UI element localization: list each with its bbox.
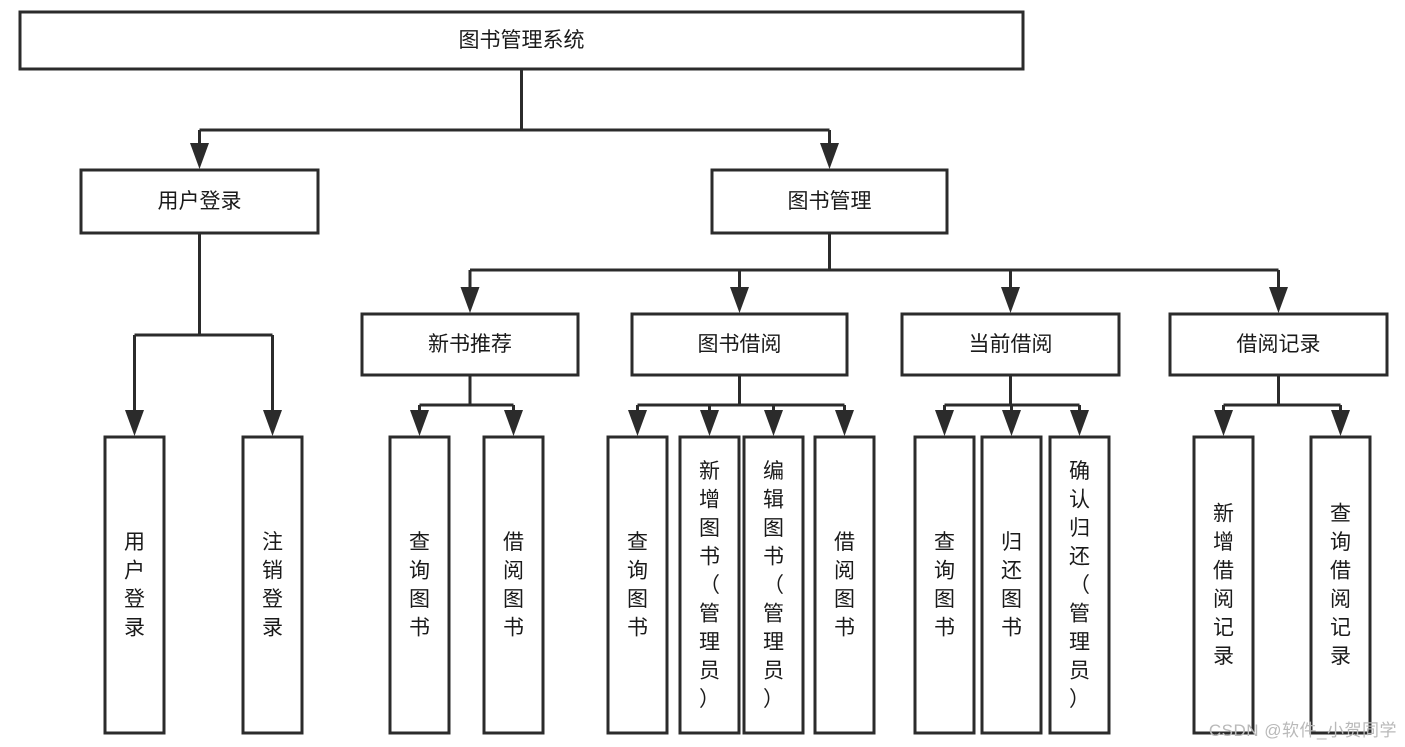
node-box bbox=[742, 435, 805, 735]
node-label: 查询图书 bbox=[409, 531, 430, 640]
arrow-head-icon bbox=[1269, 287, 1288, 313]
node-label: 查询借阅记录 bbox=[1330, 503, 1351, 669]
node-leaf-add-record[interactable]: 新增借阅记录 bbox=[1192, 435, 1255, 735]
node-book-manage[interactable]: 图书管理 bbox=[710, 168, 949, 235]
node-leaf-return-book[interactable]: 归还图书 bbox=[980, 435, 1043, 735]
node-label: 借阅图书 bbox=[503, 531, 524, 640]
node-box bbox=[482, 435, 545, 735]
arrow-head-icon bbox=[835, 410, 854, 436]
node-label: 图书借阅 bbox=[698, 333, 782, 356]
arrow-head-icon bbox=[935, 410, 954, 436]
node-box bbox=[1048, 435, 1111, 735]
arrow-head-icon bbox=[263, 410, 282, 436]
node-label: 编辑图书（管理员） bbox=[763, 460, 784, 711]
node-label: 新增借阅记录 bbox=[1213, 503, 1234, 669]
node-leaf-borrow-book-2[interactable]: 借阅图书 bbox=[813, 435, 876, 735]
arrow-head-icon bbox=[628, 410, 647, 436]
node-label: 查询图书 bbox=[934, 531, 955, 640]
node-box bbox=[1309, 435, 1372, 735]
node-box bbox=[678, 435, 741, 735]
arrow-head-icon bbox=[190, 143, 209, 169]
node-leaf-user-logout[interactable]: 注销登录 bbox=[241, 435, 304, 735]
node-label: 借阅图书 bbox=[834, 531, 855, 640]
node-current-borrow[interactable]: 当前借阅 bbox=[900, 312, 1121, 377]
arrow-head-icon bbox=[764, 410, 783, 436]
node-label: 图书管理 bbox=[788, 190, 872, 213]
node-leaf-query-record[interactable]: 查询借阅记录 bbox=[1309, 435, 1372, 735]
node-label: 查询图书 bbox=[627, 531, 648, 640]
arrow-head-icon bbox=[125, 410, 144, 436]
node-box bbox=[606, 435, 669, 735]
node-leaf-borrow-book-1[interactable]: 借阅图书 bbox=[482, 435, 545, 735]
node-box bbox=[900, 312, 1121, 377]
node-box bbox=[241, 435, 304, 735]
node-label: 归还图书 bbox=[1001, 531, 1022, 640]
node-box bbox=[103, 435, 166, 735]
node-user-login[interactable]: 用户登录 bbox=[79, 168, 320, 235]
node-label: 当前借阅 bbox=[969, 333, 1053, 356]
node-box bbox=[1168, 312, 1389, 377]
arrow-head-icon bbox=[1002, 410, 1021, 436]
node-box bbox=[813, 435, 876, 735]
arrow-head-icon bbox=[1001, 287, 1020, 313]
node-layer: 图书管理系统用户登录图书管理新书推荐图书借阅当前借阅借阅记录用户登录注销登录查询… bbox=[18, 10, 1389, 735]
arrow-head-icon bbox=[820, 143, 839, 169]
node-leaf-add-book[interactable]: 新增图书（管理员） bbox=[678, 435, 741, 735]
node-leaf-query-book-2[interactable]: 查询图书 bbox=[606, 435, 669, 735]
node-leaf-query-book-1[interactable]: 查询图书 bbox=[388, 435, 451, 735]
arrow-head-icon bbox=[1070, 410, 1089, 436]
node-root[interactable]: 图书管理系统 bbox=[18, 10, 1025, 71]
node-leaf-edit-book[interactable]: 编辑图书（管理员） bbox=[742, 435, 805, 735]
node-box bbox=[1192, 435, 1255, 735]
node-box bbox=[710, 168, 949, 235]
arrow-head-icon bbox=[460, 287, 480, 313]
node-box bbox=[18, 10, 1025, 71]
connector-layer bbox=[125, 69, 1350, 436]
node-box bbox=[913, 435, 976, 735]
node-label: 确认归还（管理员） bbox=[1069, 460, 1090, 711]
arrow-head-icon bbox=[410, 410, 429, 436]
node-box bbox=[360, 312, 580, 377]
arrow-head-icon bbox=[730, 287, 749, 313]
node-box bbox=[79, 168, 320, 235]
watermark-label: CSDN @软件_小贺同学 bbox=[1208, 721, 1397, 740]
arrow-head-icon bbox=[700, 410, 719, 436]
node-label: 新增图书（管理员） bbox=[699, 460, 720, 711]
node-borrow-record[interactable]: 借阅记录 bbox=[1168, 312, 1389, 377]
node-box bbox=[630, 312, 849, 377]
arrow-head-icon bbox=[1331, 410, 1350, 436]
node-label: 新书推荐 bbox=[428, 333, 512, 356]
node-box bbox=[388, 435, 451, 735]
node-leaf-query-book-3[interactable]: 查询图书 bbox=[913, 435, 976, 735]
node-book-borrow[interactable]: 图书借阅 bbox=[630, 312, 849, 377]
node-label: 用户登录 bbox=[124, 531, 145, 640]
node-label: 借阅记录 bbox=[1237, 333, 1321, 356]
arrow-head-icon bbox=[504, 410, 523, 436]
node-leaf-user-login[interactable]: 用户登录 bbox=[103, 435, 166, 735]
node-new-book-rec[interactable]: 新书推荐 bbox=[360, 312, 580, 377]
arrow-head-icon bbox=[1214, 410, 1233, 436]
node-label: 注销登录 bbox=[262, 531, 283, 640]
node-label: 用户登录 bbox=[158, 190, 242, 213]
node-box bbox=[980, 435, 1043, 735]
node-leaf-confirm-return[interactable]: 确认归还（管理员） bbox=[1048, 435, 1111, 735]
node-label: 图书管理系统 bbox=[459, 29, 585, 52]
